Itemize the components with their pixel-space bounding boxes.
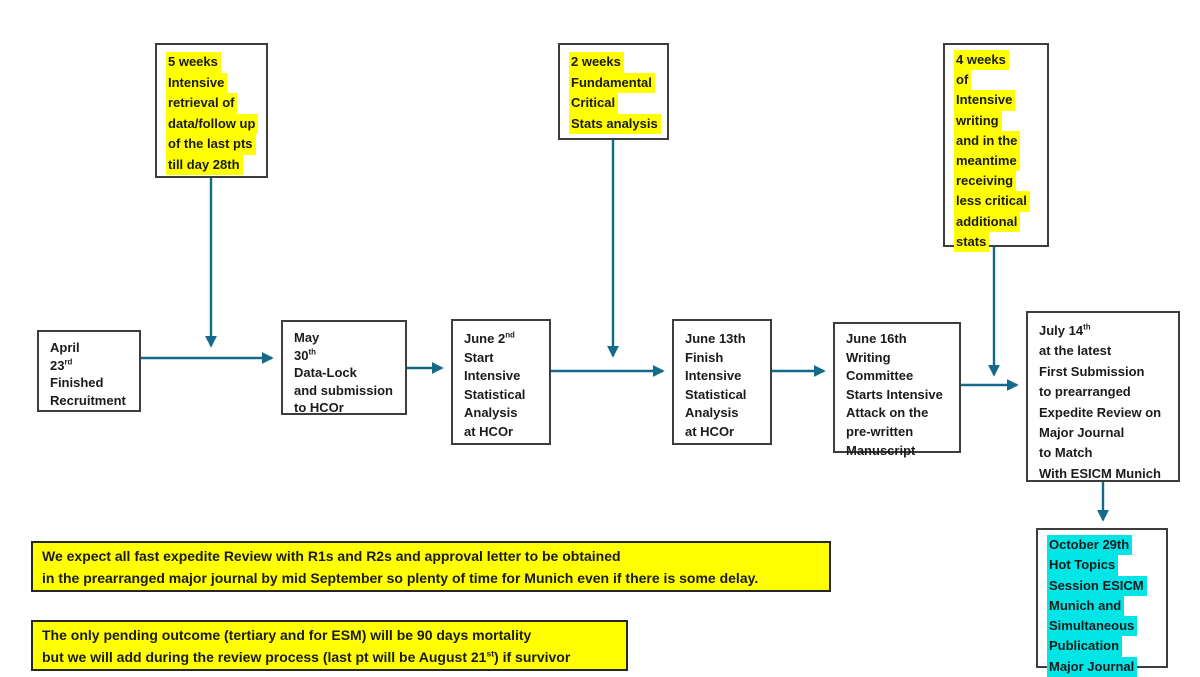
note-pending-outcome-mortality: The only pending outcome (tertiary and f… [31, 620, 628, 671]
note-expedite-review-expectation: We expect all fast expedite Review with … [31, 541, 831, 592]
